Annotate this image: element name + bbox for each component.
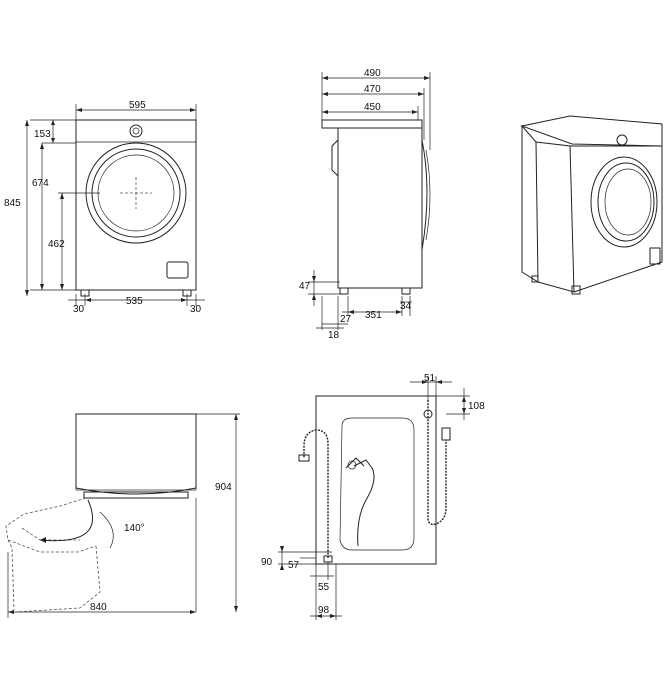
dim-door-clearance: 904 xyxy=(215,482,232,493)
dim-hose-offset-x: 51 xyxy=(424,373,436,384)
iso-knob xyxy=(616,134,628,146)
dim-door-angle: 140° xyxy=(124,523,145,534)
dim-front-width: 595 xyxy=(129,100,146,111)
rear-panel xyxy=(339,417,415,551)
dim-left-foot: 30 xyxy=(73,304,85,315)
dim-door-top: 674 xyxy=(32,178,49,189)
dim-depth-total: 490 xyxy=(364,68,381,79)
door-opening-view: 140° 904 840 xyxy=(5,413,240,618)
dim-foot-offset-c: 18 xyxy=(328,330,340,341)
dim-feet-span: 535 xyxy=(126,296,143,307)
front-view: 595 845 153 674 462 30 535 xyxy=(4,100,205,315)
dim-inlet-offset: 57 xyxy=(288,560,300,571)
iso-door-outer xyxy=(590,156,658,248)
isometric-view xyxy=(520,115,663,295)
iso-top xyxy=(520,115,663,147)
side-view: 490 470 450 47 351 34 27 18 xyxy=(299,68,431,341)
dim-depth-with-door: 470 xyxy=(364,84,381,95)
power-cable xyxy=(353,459,375,547)
dim-foot-span-side: 351 xyxy=(365,310,382,321)
dim-door-center-height: 462 xyxy=(48,239,65,250)
side-door-bulge xyxy=(421,139,428,251)
program-knob xyxy=(129,124,143,138)
dim-door-open-depth: 840 xyxy=(90,602,107,613)
top-view-cabinet xyxy=(75,413,197,495)
drain-hose xyxy=(303,429,329,558)
dim-inlet-x: 55 xyxy=(318,582,330,593)
dim-foot-offset-a: 27 xyxy=(340,314,352,325)
dim-depth-body: 450 xyxy=(364,102,381,113)
dim-foot-height: 47 xyxy=(299,281,311,292)
service-flap xyxy=(166,261,189,279)
rear-view: 51 108 90 57 55 98 xyxy=(261,373,485,620)
rear-cabinet xyxy=(315,395,437,565)
dim-foot-offset-b: 34 xyxy=(400,301,412,312)
side-cabinet xyxy=(337,127,423,289)
side-top-lid xyxy=(321,119,423,129)
dim-total-height: 845 xyxy=(4,198,21,209)
dim-hose-offset-y: 108 xyxy=(468,401,485,412)
dim-top-to-center: 153 xyxy=(34,129,51,140)
dim-right-foot: 30 xyxy=(190,304,202,315)
dim-inlet-x2: 98 xyxy=(318,605,330,616)
dim-inlet-height: 90 xyxy=(261,557,273,568)
front-cabinet xyxy=(75,119,197,291)
inlet-hose xyxy=(427,400,447,526)
